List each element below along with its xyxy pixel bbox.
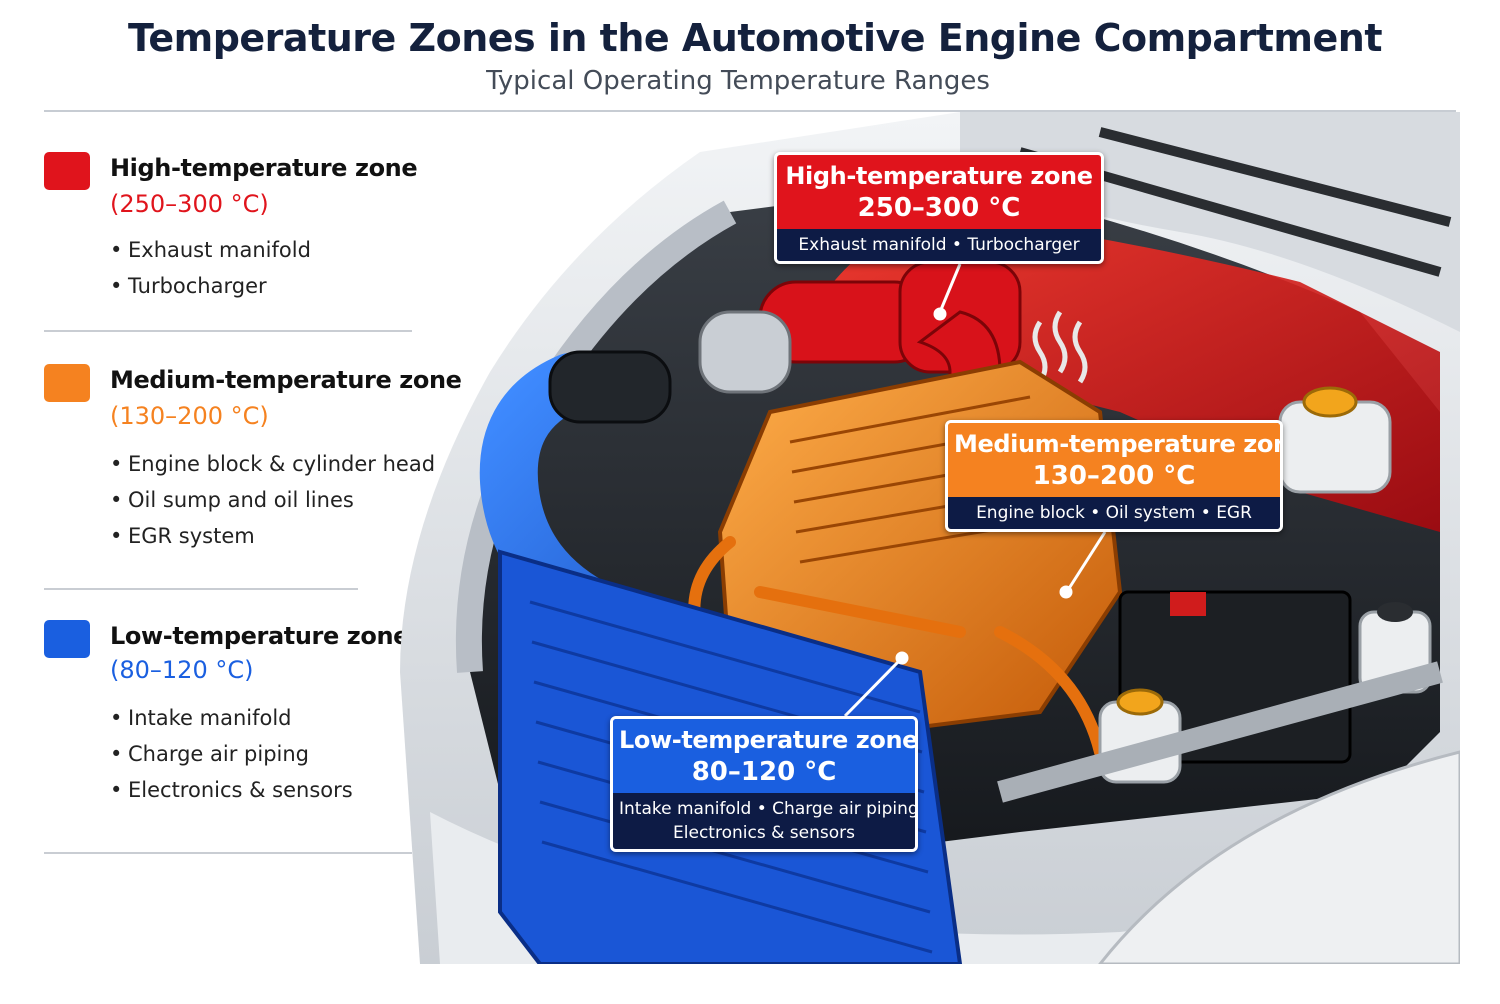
high-callout-range: 250–300 °C bbox=[857, 193, 1021, 223]
header-divider bbox=[44, 110, 1456, 112]
high-zone-swatch bbox=[44, 152, 90, 190]
low-callout-range: 80–120 °C bbox=[691, 757, 837, 787]
legend-medium-range: (130–200 °C) bbox=[110, 402, 269, 430]
low-temp-callout: Low-temperature zone 80–120 °C Intake ma… bbox=[610, 716, 918, 852]
low-callout-pointer bbox=[843, 658, 902, 718]
high-callout-name: High-temperature zone bbox=[785, 162, 1093, 190]
low-callout-name: Low-temperature zone bbox=[619, 726, 918, 754]
legend-divider bbox=[44, 588, 358, 590]
legend-divider bbox=[44, 852, 412, 854]
legend-divider bbox=[44, 330, 412, 332]
page-title: Temperature Zones in the Automotive Engi… bbox=[127, 16, 1383, 60]
medium-temp-callout: Medium-temperature zone 130–200 °C Engin… bbox=[945, 420, 1283, 532]
medium-zone-swatch bbox=[44, 364, 90, 402]
coolant-reservoir bbox=[1278, 386, 1392, 494]
legend-high-range: (250–300 °C) bbox=[110, 190, 269, 218]
list-item: •Oil sump and oil lines bbox=[110, 488, 354, 512]
legend-medium-name: Medium-temperature zone bbox=[110, 366, 462, 394]
medium-callout-range: 130–200 °C bbox=[1032, 461, 1196, 491]
list-item: •Charge air piping bbox=[110, 742, 310, 766]
battery-terminal-icon bbox=[1170, 592, 1206, 616]
low-callout-detail-line2: Electronics & sensors bbox=[673, 823, 855, 843]
medium-callout-name: Medium-temperature zone bbox=[954, 430, 1283, 458]
low-callout-detail-line1: Intake manifold • Charge air piping bbox=[619, 799, 918, 819]
list-item: •Turbocharger bbox=[110, 274, 267, 298]
legend-low-items: •Intake manifold •Charge air piping •Ele… bbox=[110, 700, 353, 808]
medium-callout-detail: Engine block • Oil system • EGR bbox=[948, 497, 1280, 529]
high-callout-detail: Exhaust manifold • Turbocharger bbox=[777, 229, 1101, 261]
legend-high-name: High-temperature zone bbox=[110, 154, 418, 182]
right-headlight bbox=[1098, 750, 1460, 964]
low-zone-swatch bbox=[44, 620, 90, 658]
turbocharger-housing bbox=[698, 310, 792, 394]
list-item: •Electronics & sensors bbox=[110, 778, 353, 802]
intake-throttle bbox=[548, 350, 672, 424]
high-temp-callout: High-temperature zone 250–300 °C Exhaust… bbox=[774, 152, 1104, 264]
strut-brace bbox=[997, 661, 1443, 803]
heat-waves-icon bbox=[1032, 310, 1088, 384]
high-callout-pointer bbox=[938, 263, 962, 313]
header: Temperature Zones in the Automotive Engi… bbox=[0, 0, 1500, 112]
low-callout-detail: Intake manifold • Charge air piping Elec… bbox=[613, 793, 915, 849]
list-item: •Engine block & cylinder head bbox=[110, 452, 436, 476]
legend-low-range: (80–120 °C) bbox=[110, 656, 254, 684]
list-item: •Intake manifold bbox=[110, 706, 292, 730]
list-item: •EGR system bbox=[110, 524, 255, 548]
legend-low-name: Low-temperature zone bbox=[110, 622, 410, 650]
page-subtitle: Typical Operating Temperature Ranges bbox=[486, 66, 990, 96]
list-item: •Exhaust manifold bbox=[110, 238, 311, 262]
medium-callout-pointer bbox=[1066, 531, 1107, 591]
legend-high-items: •Exhaust manifold •Turbocharger bbox=[110, 232, 311, 304]
legend-medium-items: •Engine block & cylinder head •Oil sump … bbox=[110, 446, 435, 554]
